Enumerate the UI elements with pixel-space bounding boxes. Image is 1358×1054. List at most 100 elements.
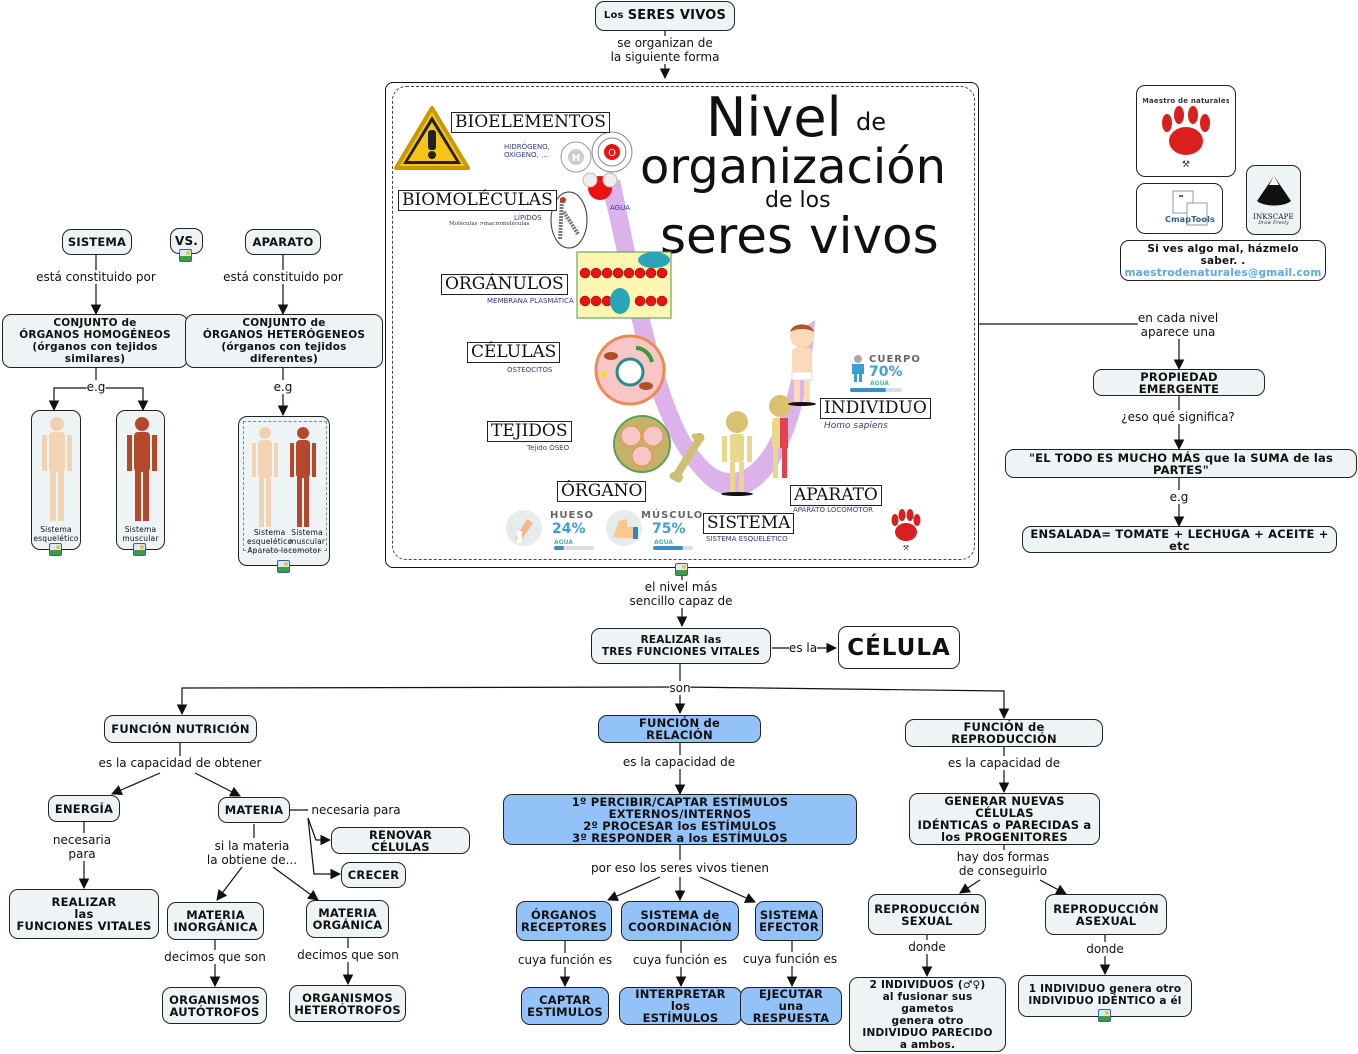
level-sistema[interactable]: SISTEMA <box>703 513 795 534</box>
level-organulos-sub: MEMBRANA PLASMÁTICA <box>487 297 574 305</box>
logo-cmaptools[interactable]: CmapTools <box>1136 183 1223 234</box>
level-sistema-sub: SISTEMA ESQUELÉTICO <box>706 535 788 543</box>
card-sistema-muscular[interactable]: Sistema muscular <box>116 410 165 550</box>
esqueletico-image-icon[interactable] <box>49 543 62 556</box>
node-organos-homogeneos[interactable]: CONJUNTO de ÓRGANOS HOMOGÉNEOS (órganos … <box>2 314 188 368</box>
node-sistema-efector[interactable]: SISTEMA EFECTOR <box>755 901 823 941</box>
node-el-todo[interactable]: "EL TODO ES MUCHO MÁS que la SUMA de las… <box>1005 449 1357 478</box>
caption-ap-muscular: Sistema muscular <box>289 528 326 546</box>
node-funcion-relacion[interactable]: FUNCIÓN de RELACIÓN <box>598 715 761 743</box>
poster-title-de: de <box>856 108 886 136</box>
link-eg-aparato: e.g <box>273 380 293 394</box>
contact-email[interactable]: maestrodenaturales@gmail.com <box>1124 266 1322 279</box>
body-person-icon <box>852 355 864 382</box>
link-si-la-materia: si la materia la obtiene de... <box>206 839 298 867</box>
node-reproduccion-sexual[interactable]: REPRODUCCIÓN SEXUAL <box>868 894 986 935</box>
level-tejidos[interactable]: TEJIDOS <box>487 421 572 442</box>
level-biomoleculas-sub: LÍPIDOS <box>514 214 542 222</box>
muscular-image-icon[interactable] <box>133 543 146 556</box>
link-capacidad-reproduccion: es la capacidad de <box>947 756 1061 770</box>
node-ensalada[interactable]: ENSALADA= TOMATE + LECHUGA + ACEITE + et… <box>1022 526 1337 553</box>
level-biomoleculas-sub2: Moléculas >macromoléculas <box>449 221 530 227</box>
logo-text: Maestro de naturales <box>1143 97 1229 105</box>
node-reproduccion-asexual[interactable]: REPRODUCCIÓN ASEXUAL <box>1045 894 1167 935</box>
node-funcion-reproduccion[interactable]: FUNCIÓN de REPRODUCCIÓN <box>905 719 1103 747</box>
node-propiedad-emergente[interactable]: PROPIEDAD EMERGENTE <box>1093 369 1265 396</box>
node-sistema[interactable]: SISTEMA <box>62 229 132 255</box>
node-renovar-celulas[interactable]: RENOVAR CÉLULAS <box>331 827 470 854</box>
root-node-seres-vivos[interactable]: Los SERES VIVOS <box>595 1 735 31</box>
link-es-la: es la <box>788 641 818 655</box>
level-organulos[interactable]: ORGÁNULOS <box>441 274 568 295</box>
locomotor-body-figures <box>252 427 316 527</box>
level-biomoleculas[interactable]: BIOMOLÉCULAS <box>398 190 557 211</box>
link-donde-sexual: donde <box>908 940 946 954</box>
muscle-body-figure <box>127 417 157 521</box>
stat-hueso-bar <box>554 546 594 550</box>
node-celula[interactable]: CÉLULA <box>838 626 960 669</box>
link-donde-asexual: donde <box>1086 942 1124 956</box>
link-cuya-funcion-2: cuya función es <box>632 953 728 967</box>
node-realizar-funciones[interactable]: REALIZAR las TRES FUNCIONES VITALES <box>591 628 771 664</box>
root-prefix: Los <box>603 10 624 21</box>
stat-cuerpo-value: 70 <box>869 364 889 380</box>
cmaptools-icon: CmapTools <box>1165 190 1215 225</box>
poster-image-icon[interactable] <box>675 563 688 576</box>
node-sistema-coordinacion[interactable]: SISTEMA de COORDINACIÓN <box>621 901 739 941</box>
node-organos-heterogeneos[interactable]: CONJUNTO de ÓRGANOS HETERÓGENEOS (órgano… <box>185 314 383 368</box>
link-label-organizan: se organizan de la siguiente forma <box>610 36 720 64</box>
node-organos-receptores[interactable]: ÓRGANOS RECEPTORES <box>516 901 612 941</box>
node-realizar-funciones-vitales[interactable]: REALIZAR las FUNCIONES VITALES <box>9 889 159 939</box>
vs-image-icon[interactable] <box>179 249 192 262</box>
asexual-image-icon[interactable] <box>1098 1009 1111 1022</box>
node-captar-estimulos[interactable]: CAPTAR ESTIMULOS <box>521 987 609 1025</box>
level-organo[interactable]: ÓRGANO <box>557 481 647 502</box>
node-asexual-descripcion[interactable]: 1 INDIVIDUO genera otro INDIVIDUO IDÉNTI… <box>1018 975 1192 1017</box>
node-energia[interactable]: ENERGÍA <box>48 795 120 822</box>
node-interpretar-estimulos[interactable]: INTERPRETAR los ESTÍMULOS <box>619 987 742 1025</box>
level-aparato[interactable]: APARATO <box>790 485 882 506</box>
link-cuya-funcion-1: cuya función es <box>517 953 613 967</box>
locomotor-image-icon[interactable] <box>277 560 290 573</box>
link-energia-necesaria: necesaria para <box>52 833 112 861</box>
level-bioelementos[interactable]: BIOELEMENTOS <box>451 112 610 133</box>
human-individual-figure <box>788 324 816 406</box>
card-sistema-esqueletico[interactable]: Sistema esquelético <box>31 410 81 550</box>
inkscape-tagline: Draw Freely <box>1258 221 1289 226</box>
node-heterotrofos[interactable]: ORGANISMOS HETERÓTROFOS <box>289 985 406 1022</box>
node-funcion-nutricion[interactable]: FUNCIÓN NUTRICIÓN <box>104 715 257 743</box>
node-materia[interactable]: MATERIA <box>218 797 290 823</box>
logo-inkscape[interactable]: INKSCAPE Draw Freely <box>1246 165 1301 235</box>
node-autotrofos[interactable]: ORGANISMOS AUTÓTROFOS <box>162 987 267 1024</box>
card-aparato-locomotor[interactable]: Sistema esquelético Sistema muscular Apa… <box>238 416 330 566</box>
level-individuo[interactable]: INDIVIDUO <box>820 398 931 419</box>
node-aparato[interactable]: APARATO <box>245 229 321 255</box>
node-sexual-descripcion[interactable]: 2 INDIVIDUOS (♂♀) al fusionar sus gameto… <box>849 977 1006 1052</box>
link-capacidad-obtener: es la capacidad de obtener <box>98 756 262 770</box>
level-celulas[interactable]: CÉLULAS <box>467 342 561 363</box>
node-materia-inorganica[interactable]: MATERIA INORGÁNICA <box>167 902 264 940</box>
water-caption: AGUA <box>610 204 631 212</box>
node-ejecutar-respuesta[interactable]: EJECUTAR una RESPUESTA <box>740 987 842 1025</box>
hydrogen-atom-icon: H <box>560 141 592 173</box>
stat-musculo-name: MÚSCULO <box>641 510 704 521</box>
oxygen-atom-icon: O <box>591 131 633 173</box>
caption-esqueletico: Sistema esquelético <box>33 525 79 543</box>
node-pasos-relacion[interactable]: 1º PERCIBIR/CAPTAR ESTÍMULOS EXTERNOS/IN… <box>503 794 857 845</box>
poster-title-organizacion: organización <box>640 139 947 195</box>
node-materia-organica[interactable]: MATERIA ORGÁNICA <box>306 900 389 938</box>
contact-box[interactable]: Si ves algo mal, házmelo saber. . maestr… <box>1120 240 1326 281</box>
link-cada-nivel: en cada nivel aparece una <box>1137 311 1219 339</box>
logo-maestro-naturales[interactable]: Maestro de naturales ⚒ <box>1136 85 1236 177</box>
level-individuo-sub: Homo sapiens <box>824 421 888 431</box>
node-crecer[interactable]: CRECER <box>341 862 406 888</box>
stat-cuerpo-percent: 70% <box>869 364 903 380</box>
caption-ap-esqueletico: Sistema esquelético <box>247 528 293 546</box>
level-bioelementos-sub: HIDRÓGENO, OXÍGENO, ... <box>504 143 550 159</box>
stat-musculo-unit: AGUA <box>654 539 673 546</box>
svg-text:⚒: ⚒ <box>903 544 909 552</box>
link-aparato-constituido: está constituido por <box>223 270 343 284</box>
node-generar-celulas[interactable]: GENERAR NUEVAS CÉLULAS IDÉNTICAS o PAREC… <box>909 793 1100 845</box>
caption-muscular: Sistema muscular <box>122 525 159 543</box>
level-tejidos-sub: Tejido ÓSEO <box>527 444 570 452</box>
